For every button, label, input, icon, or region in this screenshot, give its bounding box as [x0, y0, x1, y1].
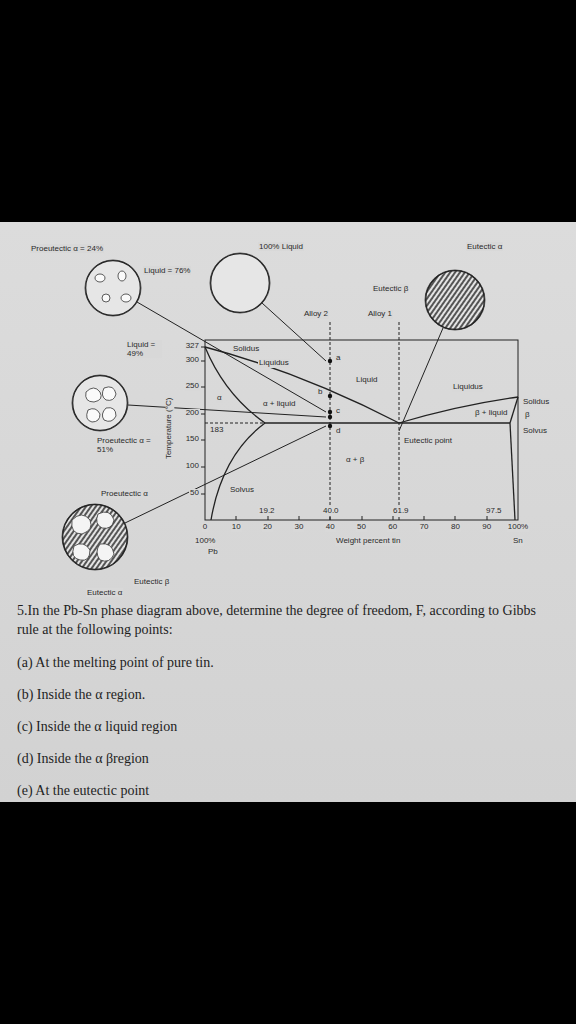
diagram-label: 50 — [189, 489, 200, 498]
circle-outline — [62, 504, 128, 570]
diagram-label: 10 — [231, 523, 242, 532]
circle-outline — [425, 270, 485, 330]
alloy-line — [330, 322, 331, 520]
diagram-label: b — [317, 388, 323, 397]
diagram-label: c — [335, 407, 341, 416]
diagram-label: β + liquid — [474, 409, 508, 418]
diagram-label: 183 — [209, 426, 224, 435]
microstructure-circle: 100% Liquid — [210, 253, 270, 313]
diagram-label: Alloy 2 — [303, 310, 329, 319]
diagram-label: 20 — [262, 523, 273, 532]
diagram-label: 200 — [185, 409, 200, 418]
microstructure-label: Eutectic β — [133, 577, 170, 586]
microstructure-label: Proeutectic α = 51% — [96, 436, 160, 454]
diagram-label: β — [524, 411, 531, 420]
axis-ticks — [201, 347, 487, 520]
microstructure-circle: Proeutectic αEutectic βEutectic α — [62, 504, 128, 570]
diagram-label: 0 — [202, 523, 208, 532]
solvus-curve — [510, 423, 515, 520]
diagram-label: 100 — [185, 462, 200, 471]
alloy-line — [399, 322, 400, 520]
microstructure-label: Proeutectic α = 24% — [30, 244, 104, 253]
microstructure-circle: Liquid = 49%Proeutectic α = 51% — [72, 375, 128, 431]
diagram-label: 100% — [507, 523, 529, 532]
diagram-label: 19.2 — [258, 507, 276, 516]
plot-frame — [205, 340, 518, 520]
diagram-label: 50 — [356, 523, 367, 532]
diagram-label: Eutectic point — [403, 437, 453, 446]
diagram-label: 40 — [325, 523, 336, 532]
microstructure-label: Proeutectic α — [100, 489, 149, 498]
microstructure-label: 100% Liquid — [258, 242, 304, 251]
question-text: (a) At the melting point of pure tin. — [16, 654, 215, 673]
diagram-label: 60 — [387, 523, 398, 532]
diagram-label: 327 — [185, 342, 200, 351]
diagram-label: 70 — [419, 523, 430, 532]
question-text: 5.In the Pb-Sn phase diagram above, dete… — [16, 602, 562, 640]
eutectic-line — [265, 422, 510, 423]
microstructure-label: Eutectic β — [372, 284, 409, 293]
question-text: (d) Inside the α βregion — [16, 750, 150, 769]
solvus-curve — [211, 423, 265, 520]
circle-outline — [72, 375, 128, 431]
diagram-label: Solvus — [522, 427, 548, 436]
diagram-label: 150 — [185, 435, 200, 444]
liquidus-curve — [399, 397, 518, 423]
diagram-label: 97.5 — [485, 507, 503, 516]
diagram-label: Solidus — [522, 398, 550, 407]
diagram-label: 300 — [185, 356, 200, 365]
diagram-label: 90 — [481, 523, 492, 532]
microstructure-circle: Proeutectic α = 24%Liquid = 76% — [85, 260, 141, 316]
microstructure-label: Eutectic α — [466, 242, 503, 251]
diagram-label: 80 — [450, 523, 461, 532]
circle-outline — [210, 253, 270, 313]
microstructures — [62, 253, 485, 570]
diagram-label: Alloy 1 — [367, 310, 393, 319]
diagram-label: Liquidus — [258, 359, 290, 368]
microstructure-label: Liquid = 76% — [143, 266, 191, 275]
diagram-label: α — [216, 394, 223, 403]
diagram-label: α + β — [345, 456, 365, 465]
diagram-label: 40.0 — [322, 507, 340, 516]
question-text: (b) Inside the α region. — [16, 686, 146, 705]
diagram-label: Temperature (°C) — [166, 396, 175, 459]
diagram-label: Liquid — [355, 376, 378, 385]
question-text: (e) At the eutectic point — [16, 782, 150, 801]
leader-lines — [125, 302, 443, 523]
circle-outline — [85, 260, 141, 316]
diagram-label: 61.9 — [392, 507, 410, 516]
diagram-label: 250 — [185, 382, 200, 391]
diagram-label: Sn — [512, 537, 524, 546]
solidus-curve — [510, 397, 518, 423]
microstructure-circle: Eutectic αEutectic β — [425, 270, 485, 330]
diagram-label: 30 — [293, 523, 304, 532]
diagram-label: Solidus — [232, 345, 260, 354]
microstructure-label: Eutectic α — [86, 588, 123, 597]
diagram-label: Pb — [207, 548, 219, 557]
diagram-label: a — [335, 354, 341, 363]
question-text: (c) Inside the α liquid region — [16, 718, 178, 737]
diagram-label: Weight percent tin — [335, 537, 401, 546]
diagram-label: Liquidus — [452, 383, 484, 392]
diagram-label: d — [335, 427, 341, 436]
state-points — [328, 359, 332, 428]
dashed-line — [205, 423, 265, 424]
diagram-label: 100% — [194, 537, 216, 546]
microstructure-label: Liquid = 49% — [126, 340, 162, 358]
diagram-label: α + liquid — [262, 400, 296, 409]
diagram-label: Solvus — [229, 486, 255, 495]
